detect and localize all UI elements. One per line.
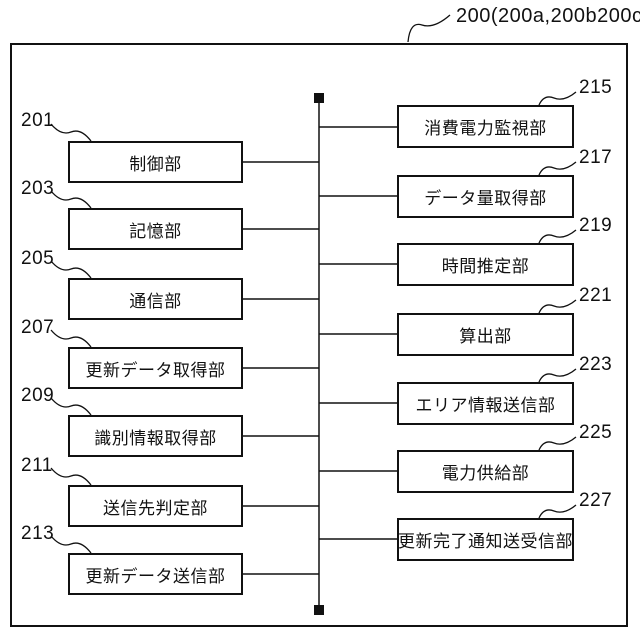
leader-line xyxy=(539,230,576,243)
leader-line xyxy=(51,330,91,347)
block-time-estimation-unit: 時間推定部 xyxy=(397,243,574,286)
block-update-data-transmission-unit: 更新データ送信部 xyxy=(68,553,243,595)
block-update-data-acquisition-unit: 更新データ取得部 xyxy=(68,347,243,389)
ref-label-227: 227 xyxy=(579,490,612,512)
ref-label-209: 209 xyxy=(21,385,54,407)
leader-line xyxy=(539,300,576,313)
ref-label-211: 211 xyxy=(21,455,53,477)
block-update-completion-notification-transceiver-unit: 更新完了通知送受信部 xyxy=(397,518,574,561)
ref-label-215: 215 xyxy=(579,77,612,99)
leader-line xyxy=(539,505,576,518)
block-power-consumption-monitoring-unit: 消費電力監視部 xyxy=(397,105,574,148)
bus-terminal-top xyxy=(314,93,324,103)
leader-line xyxy=(408,15,450,42)
block-storage-unit: 記憶部 xyxy=(68,208,243,250)
ref-label-223: 223 xyxy=(579,354,612,376)
block-data-amount-acquisition-unit: データ量取得部 xyxy=(397,175,574,218)
ref-label-217: 217 xyxy=(579,147,612,169)
bus-terminal-bottom xyxy=(314,605,324,615)
leader-line xyxy=(539,437,576,450)
leader-line xyxy=(51,468,91,485)
leader-line xyxy=(539,369,576,382)
block-power-supply-unit: 電力供給部 xyxy=(397,450,574,493)
block-control-unit: 制御部 xyxy=(68,141,243,183)
leader-line xyxy=(51,398,91,415)
ref-label-201: 201 xyxy=(21,110,54,132)
ref-label-203: 203 xyxy=(21,178,54,200)
leader-line xyxy=(539,92,576,105)
ref-label-225: 225 xyxy=(579,422,612,444)
leader-line xyxy=(51,191,91,208)
ref-label-213: 213 xyxy=(21,523,54,545)
block-identification-info-acquisition-unit: 識別情報取得部 xyxy=(68,415,243,457)
leader-line xyxy=(51,536,91,553)
block-communication-unit: 通信部 xyxy=(68,278,243,320)
block-destination-determination-unit: 送信先判定部 xyxy=(68,485,243,527)
block-area-info-transmission-unit: エリア情報送信部 xyxy=(397,382,574,425)
ref-label-219: 219 xyxy=(579,215,612,237)
leader-line xyxy=(539,162,576,175)
ref-label-221: 221 xyxy=(579,285,612,307)
ref-label-207: 207 xyxy=(21,317,54,339)
leader-line xyxy=(51,124,91,141)
leader-line xyxy=(51,261,91,278)
block-calculation-unit: 算出部 xyxy=(397,313,574,356)
ref-label-205: 205 xyxy=(21,248,54,270)
